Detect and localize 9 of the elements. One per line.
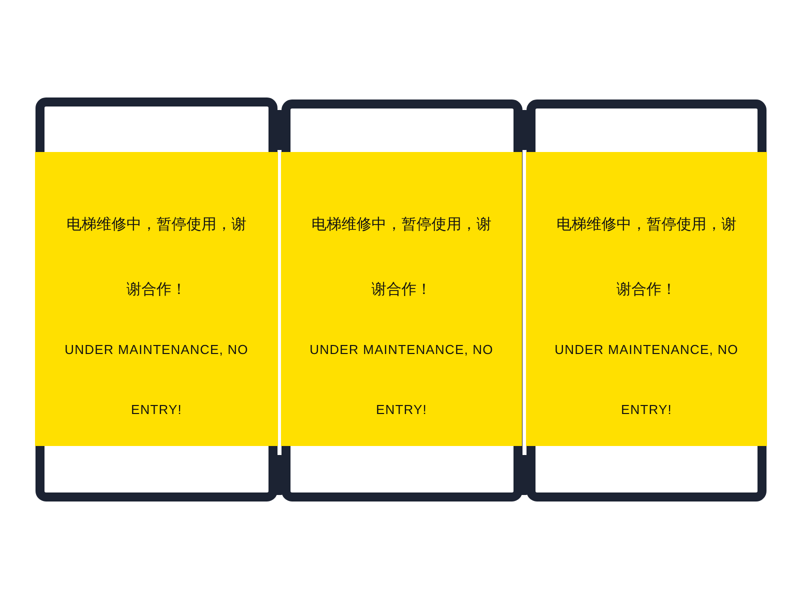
sign-text: 电梯维修中，暂停使用，谢谢合作！ xyxy=(556,214,736,300)
sign-text: 电梯维修中，暂停使用，谢谢合作！ xyxy=(66,214,246,300)
sign-text: UNDER MAINTENANCE, NO ENTRY! xyxy=(308,341,494,419)
sign-panel xyxy=(526,152,767,446)
sign-text: UNDER MAINTENANCE, NO ENTRY! xyxy=(64,341,250,419)
sign-text: UNDER MAINTENANCE, NO ENTRY! xyxy=(554,341,740,419)
sign-panel xyxy=(35,152,278,446)
sign-panel xyxy=(281,152,522,446)
sign-text: 电梯维修中，暂停使用，谢谢合作！ xyxy=(312,214,492,300)
